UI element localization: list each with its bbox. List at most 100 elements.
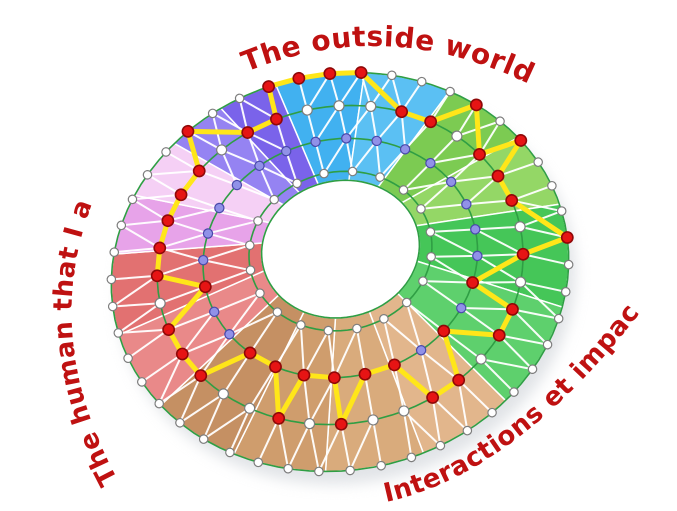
node-inner-mid-ring-25[interactable] [231, 179, 243, 191]
node-outer-ring-23[interactable] [376, 460, 386, 471]
node-inner-ring-19[interactable] [292, 178, 302, 189]
node-inner-ring-4[interactable] [416, 204, 426, 214]
node-outer-ring-43[interactable] [207, 108, 218, 119]
node-outer-ring-18[interactable] [509, 387, 519, 397]
red-node-outer-mid-ring-3[interactable] [395, 105, 409, 119]
node-outer-ring-30[interactable] [175, 417, 185, 428]
node-outer-mid-ring-27[interactable] [154, 297, 166, 309]
red-node-outer-ring-45[interactable] [262, 80, 275, 93]
node-outer-ring-29[interactable] [198, 434, 209, 444]
red-node-outer-ring-6[interactable] [469, 98, 483, 112]
node-outer-mid-ring-33[interactable] [216, 144, 228, 156]
red-node-outer-mid-ring-16[interactable] [426, 391, 440, 404]
red-node-outer-mid-ring-7[interactable] [491, 169, 505, 183]
node-outer-mid-ring-5[interactable] [451, 130, 463, 142]
node-outer-mid-ring-2[interactable] [365, 100, 377, 112]
node-outer-mid-ring-23[interactable] [217, 388, 229, 400]
node-outer-ring-15[interactable] [553, 313, 564, 324]
node-inner-mid-ring-6[interactable] [461, 199, 472, 210]
node-outer-mid-ring-22[interactable] [244, 402, 256, 414]
node-outer-ring-27[interactable] [253, 457, 264, 468]
red-node-inner-mid-ring-15[interactable] [327, 371, 341, 385]
red-node-outer-mid-ring-29[interactable] [153, 241, 167, 255]
node-outer-ring-34[interactable] [113, 328, 124, 338]
node-inner-mid-ring-1[interactable] [341, 133, 352, 144]
node-outer-ring-4[interactable] [416, 76, 427, 87]
red-node-outer-mid-ring-32[interactable] [192, 164, 206, 178]
node-inner-mid-ring-0[interactable] [310, 136, 321, 148]
red-node-inner-mid-ring-11[interactable] [437, 324, 451, 338]
node-outer-ring-28[interactable] [225, 447, 235, 458]
red-node-outer-ring-2[interactable] [354, 66, 368, 79]
red-node-inner-mid-ring-9[interactable] [466, 276, 479, 289]
node-outer-ring-21[interactable] [435, 440, 446, 451]
red-node-outer-mid-ring-12[interactable] [506, 302, 519, 316]
node-inner-ring-8[interactable] [401, 297, 412, 308]
node-inner-ring-3[interactable] [398, 185, 409, 195]
node-inner-ring-16[interactable] [244, 240, 255, 251]
red-node-outer-mid-ring-28[interactable] [150, 269, 164, 283]
node-inner-ring-14[interactable] [255, 288, 265, 299]
node-outer-ring-39[interactable] [127, 194, 138, 205]
red-node-outer-mid-ring-13[interactable] [492, 328, 506, 342]
node-outer-ring-16[interactable] [542, 339, 553, 350]
node-outer-ring-10[interactable] [547, 180, 557, 191]
node-outer-mid-ring-17[interactable] [398, 405, 410, 417]
node-outer-ring-24[interactable] [345, 465, 355, 476]
node-inner-ring-12[interactable] [296, 320, 306, 330]
red-node-outer-mid-ring-30[interactable] [161, 214, 175, 228]
node-outer-ring-44[interactable] [234, 93, 245, 104]
node-outer-ring-41[interactable] [161, 147, 171, 157]
node-inner-mid-ring-8[interactable] [472, 250, 483, 262]
node-inner-mid-ring-4[interactable] [425, 157, 436, 169]
red-node-inner-mid-ring-13[interactable] [388, 358, 401, 372]
node-inner-ring-10[interactable] [352, 323, 362, 334]
node-outer-ring-11[interactable] [556, 206, 567, 216]
node-outer-ring-37[interactable] [109, 247, 120, 258]
node-inner-ring-15[interactable] [245, 265, 256, 275]
node-outer-ring-40[interactable] [142, 170, 153, 180]
node-outer-ring-31[interactable] [154, 398, 165, 409]
node-inner-mid-ring-27[interactable] [280, 145, 292, 157]
node-outer-ring-19[interactable] [487, 407, 497, 418]
node-outer-ring-35[interactable] [107, 301, 118, 312]
red-node-outer-mid-ring-26[interactable] [162, 323, 176, 336]
red-node-outer-mid-ring-4[interactable] [424, 115, 438, 129]
red-node-outer-mid-ring-6[interactable] [473, 148, 486, 161]
red-node-outer-mid-ring-15[interactable] [452, 373, 466, 387]
node-outer-ring-3[interactable] [387, 70, 397, 81]
red-node-outer-ring-12[interactable] [560, 231, 574, 244]
node-inner-ring-2[interactable] [375, 172, 385, 182]
node-outer-ring-36[interactable] [106, 274, 117, 285]
node-outer-ring-20[interactable] [462, 425, 473, 436]
node-inner-ring-5[interactable] [425, 227, 436, 237]
node-inner-ring-9[interactable] [379, 313, 389, 324]
node-outer-ring-38[interactable] [116, 220, 127, 231]
red-node-outer-mid-ring-31[interactable] [174, 188, 188, 202]
red-node-outer-ring-8[interactable] [514, 134, 528, 147]
node-inner-ring-0[interactable] [319, 168, 329, 179]
node-inner-ring-11[interactable] [323, 325, 334, 336]
node-inner-ring-18[interactable] [269, 194, 280, 205]
node-outer-ring-7[interactable] [495, 116, 505, 127]
red-node-outer-mid-ring-25[interactable] [175, 347, 189, 361]
node-outer-ring-26[interactable] [283, 463, 293, 474]
red-node-inner-mid-ring-16[interactable] [297, 368, 311, 382]
node-outer-ring-13[interactable] [563, 259, 574, 270]
node-inner-mid-ring-12[interactable] [415, 345, 427, 356]
red-node-outer-mid-ring-19[interactable] [334, 417, 348, 431]
node-outer-mid-ring-18[interactable] [367, 414, 379, 426]
node-outer-ring-22[interactable] [406, 452, 417, 463]
red-node-outer-mid-ring-8[interactable] [505, 194, 519, 207]
red-node-outer-ring-42[interactable] [181, 124, 195, 138]
node-outer-ring-14[interactable] [560, 286, 571, 297]
node-outer-ring-25[interactable] [314, 466, 324, 477]
node-inner-ring-17[interactable] [253, 216, 263, 226]
node-outer-ring-32[interactable] [137, 377, 147, 387]
node-outer-mid-ring-1[interactable] [333, 100, 345, 112]
red-node-inner-mid-ring-14[interactable] [358, 367, 372, 381]
red-node-outer-mid-ring-10[interactable] [516, 247, 530, 261]
node-inner-mid-ring-10[interactable] [456, 302, 467, 314]
node-outer-ring-5[interactable] [445, 86, 455, 97]
red-node-outer-ring-1[interactable] [323, 67, 337, 80]
